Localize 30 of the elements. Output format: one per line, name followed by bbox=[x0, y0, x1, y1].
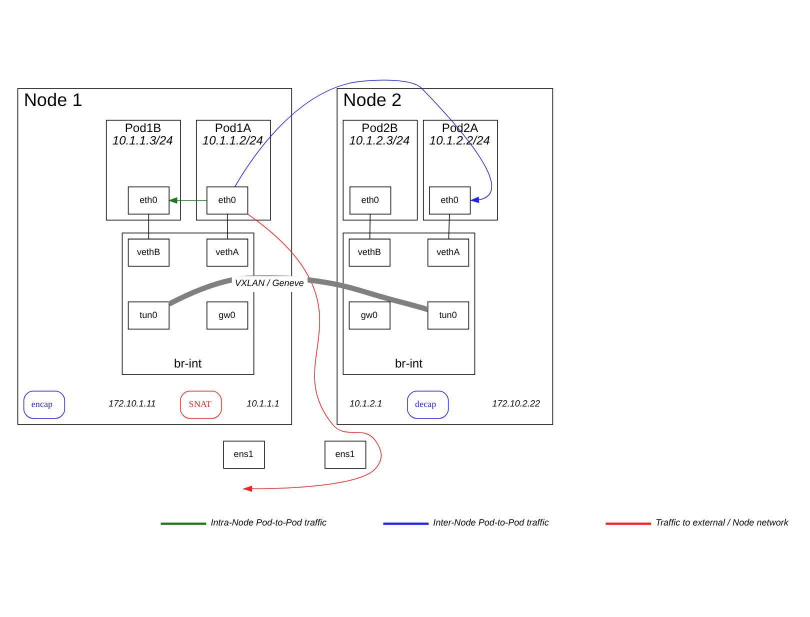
legend-label: Traffic to external / Node network bbox=[656, 517, 788, 528]
node-box: eth0 bbox=[128, 186, 170, 214]
node-box: vethB bbox=[128, 238, 170, 267]
connector bbox=[369, 214, 371, 240]
legend-label: Intra-Node Pod-to-Pod traffic bbox=[210, 517, 327, 528]
node-box: vethB bbox=[348, 238, 390, 267]
connector bbox=[227, 214, 228, 240]
connector bbox=[448, 214, 450, 240]
node-box: eth0 bbox=[350, 186, 392, 214]
node-box: eth0 bbox=[429, 186, 471, 214]
label: 172.10.2.22 bbox=[492, 398, 540, 408]
node-box: gw0 bbox=[206, 301, 248, 330]
arrow bbox=[168, 197, 208, 204]
legend-label: Inter-Node Pod-to-Pod traffic bbox=[433, 517, 549, 528]
label: 10.1.1.1 bbox=[246, 398, 280, 408]
node-box: SNAT bbox=[180, 390, 222, 419]
node-box: encap bbox=[23, 390, 66, 419]
node-box: tun0 bbox=[128, 301, 170, 330]
node-box: gw0 bbox=[348, 301, 390, 330]
node-box: ens1 bbox=[223, 440, 265, 469]
label: 10.1.2.1 bbox=[350, 398, 382, 408]
node-box: eth0 bbox=[206, 186, 248, 214]
label: 172.10.1.11 bbox=[108, 398, 156, 408]
connector bbox=[148, 214, 150, 240]
arrow bbox=[234, 80, 492, 204]
node-box: decap bbox=[407, 390, 449, 419]
node-box: vethA bbox=[206, 238, 248, 267]
node-box: ens1 bbox=[324, 440, 366, 469]
node-box: tun0 bbox=[428, 301, 470, 330]
node-box: vethA bbox=[428, 238, 470, 267]
